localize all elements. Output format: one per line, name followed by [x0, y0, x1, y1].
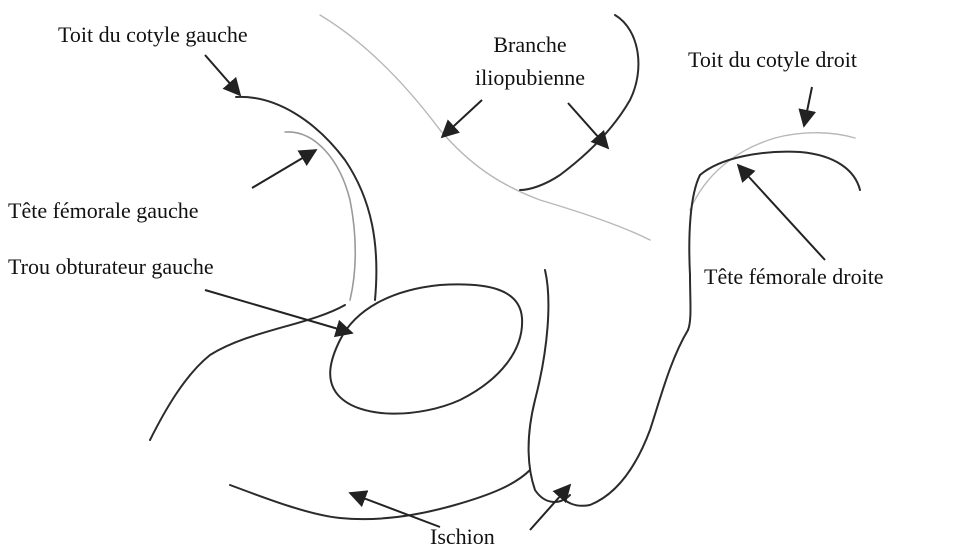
left-ischium-lower-contour	[229, 469, 531, 521]
label-tete-femorale-gauche: Tête fémorale gauche	[8, 198, 199, 223]
central-ischial-contour	[527, 269, 571, 503]
arrows	[204, 54, 826, 531]
right-ilium-contour	[687, 174, 701, 331]
label-branche-line1: Branche	[493, 32, 566, 57]
label-branche-line2: iliopubienne	[475, 65, 585, 90]
left-obturator-foramen-contour	[329, 283, 524, 415]
labels: Toit du cotyle gauche Branche iliopubien…	[8, 22, 884, 546]
iliopubic-branch-upper-contour	[319, 14, 651, 241]
label-ischion: Ischion	[430, 524, 495, 546]
arrow-trou-obturateur	[204, 289, 354, 338]
right-femoral-head-contour	[699, 150, 861, 191]
label-tete-femorale-droite: Tête fémorale droite	[704, 264, 884, 289]
arrow-toit-cotyle-gauche	[204, 54, 242, 97]
arrow-branche-left	[440, 99, 483, 139]
arrow-tete-femorale-droite	[736, 163, 826, 261]
arrow-ischion-left	[348, 490, 441, 528]
arrow-branche-right	[567, 102, 610, 150]
arrow-ischion-right	[529, 483, 572, 531]
label-toit-cotyle-droit: Toit du cotyle droit	[688, 47, 857, 72]
arrow-toit-cotyle-droit	[798, 86, 817, 128]
label-toit-cotyle-gauche: Toit du cotyle gauche	[58, 22, 248, 47]
label-trou-obturateur-gauche: Trou obturateur gauche	[8, 254, 214, 279]
left-femoral-head-contour	[284, 131, 357, 301]
left-ilium-lower-contour	[149, 304, 346, 441]
left-acetabular-roof-contour	[235, 95, 378, 301]
right-acetabular-roof-contour	[689, 132, 856, 211]
arrow-tete-femorale-gauche	[251, 149, 318, 189]
right-ischium-contour	[559, 329, 689, 507]
